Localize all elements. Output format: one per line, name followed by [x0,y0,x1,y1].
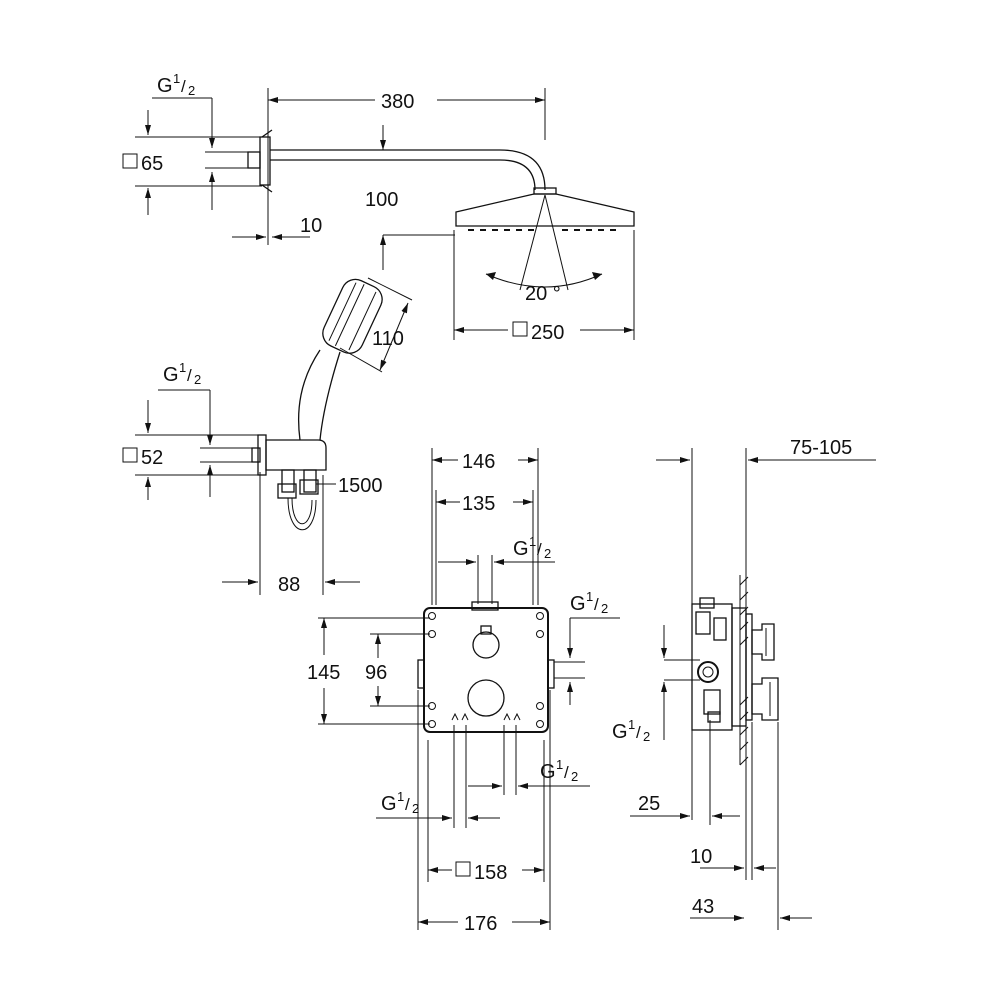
dim-52: 52 [122,400,258,500]
hose-length-label: 1500 [338,475,383,497]
dim-10-top-label: 10 [300,215,322,237]
overhead-shower-view: 380 G 1 / 2 65 [122,71,635,344]
svg-text:/: / [537,540,542,559]
svg-text:2: 2 [412,801,419,816]
spray-angle-label: 20 ° [525,283,561,305]
svg-text:G: G [570,593,586,615]
dim-65-label: 65 [141,153,163,175]
svg-text:1: 1 [529,534,536,549]
thread-label-box-right: G 1 / 2 [554,589,620,705]
svg-text:1: 1 [586,589,593,604]
dim-380-label: 380 [381,91,414,113]
dim-75-105-label: 75-105 [790,437,852,459]
svg-text:2: 2 [571,769,578,784]
dim-88-label: 88 [278,574,300,596]
thread-label-box-top: G 1 / 2 [438,534,555,604]
dim-10-side-label: 10 [690,846,712,868]
svg-text:G: G [513,538,529,560]
dim-250-label: 250 [531,322,564,344]
svg-text:1: 1 [556,757,563,772]
thread-label-mid: G 1 / 2 [158,360,252,497]
dim-145-label: 145 [307,662,340,684]
svg-text:/: / [594,595,599,614]
dim-146-label: 146 [462,451,495,473]
svg-text:G: G [381,793,397,815]
thread-label-box-bottom-right: G 1 / 2 [468,725,590,795]
svg-text:2: 2 [544,546,551,561]
svg-text:/: / [636,723,641,742]
thread-label-box-bottom-left: G 1 / 2 [376,725,500,828]
svg-text:/: / [405,795,410,814]
svg-text:2: 2 [601,601,608,616]
dim-96-label: 96 [365,662,387,684]
dim-43-label: 43 [692,896,714,918]
dim-25-label: 25 [638,793,660,815]
hand-shower-view: 110 G 1 / 2 52 [122,277,413,596]
dim-176-label: 176 [464,913,497,935]
svg-text:1: 1 [628,717,635,732]
svg-text:1: 1 [179,360,186,375]
box-screws [428,612,544,728]
svg-text:G: G [157,75,173,97]
svg-text:G: G [612,721,628,743]
concealed-box-side-view: 75-105 G 1 / 2 [612,437,876,930]
svg-text:/: / [187,366,192,385]
svg-text:2: 2 [188,83,195,98]
svg-text:/: / [181,77,186,96]
dim-135-label: 135 [462,493,495,515]
thread-label-side: G 1 / 2 [612,625,700,744]
dim-158-label: 158 [474,862,507,884]
svg-text:2: 2 [643,729,650,744]
svg-text:G: G [540,761,556,783]
svg-text:1: 1 [173,71,180,86]
dim-52-label: 52 [141,447,163,469]
svg-text:G: G [163,364,179,386]
bottom-knob [467,679,505,717]
dim-100-label: 100 [365,189,398,211]
svg-text:/: / [564,763,569,782]
top-knob [472,631,500,659]
concealed-box-front-view: 146 135 G 1 / 2 [307,448,620,935]
svg-text:2: 2 [194,372,201,387]
svg-text:1: 1 [397,789,404,804]
thread-label-top: G 1 / 2 [152,71,250,210]
dim-65: 65 [122,110,262,215]
dim-110-label: 110 [372,328,404,350]
